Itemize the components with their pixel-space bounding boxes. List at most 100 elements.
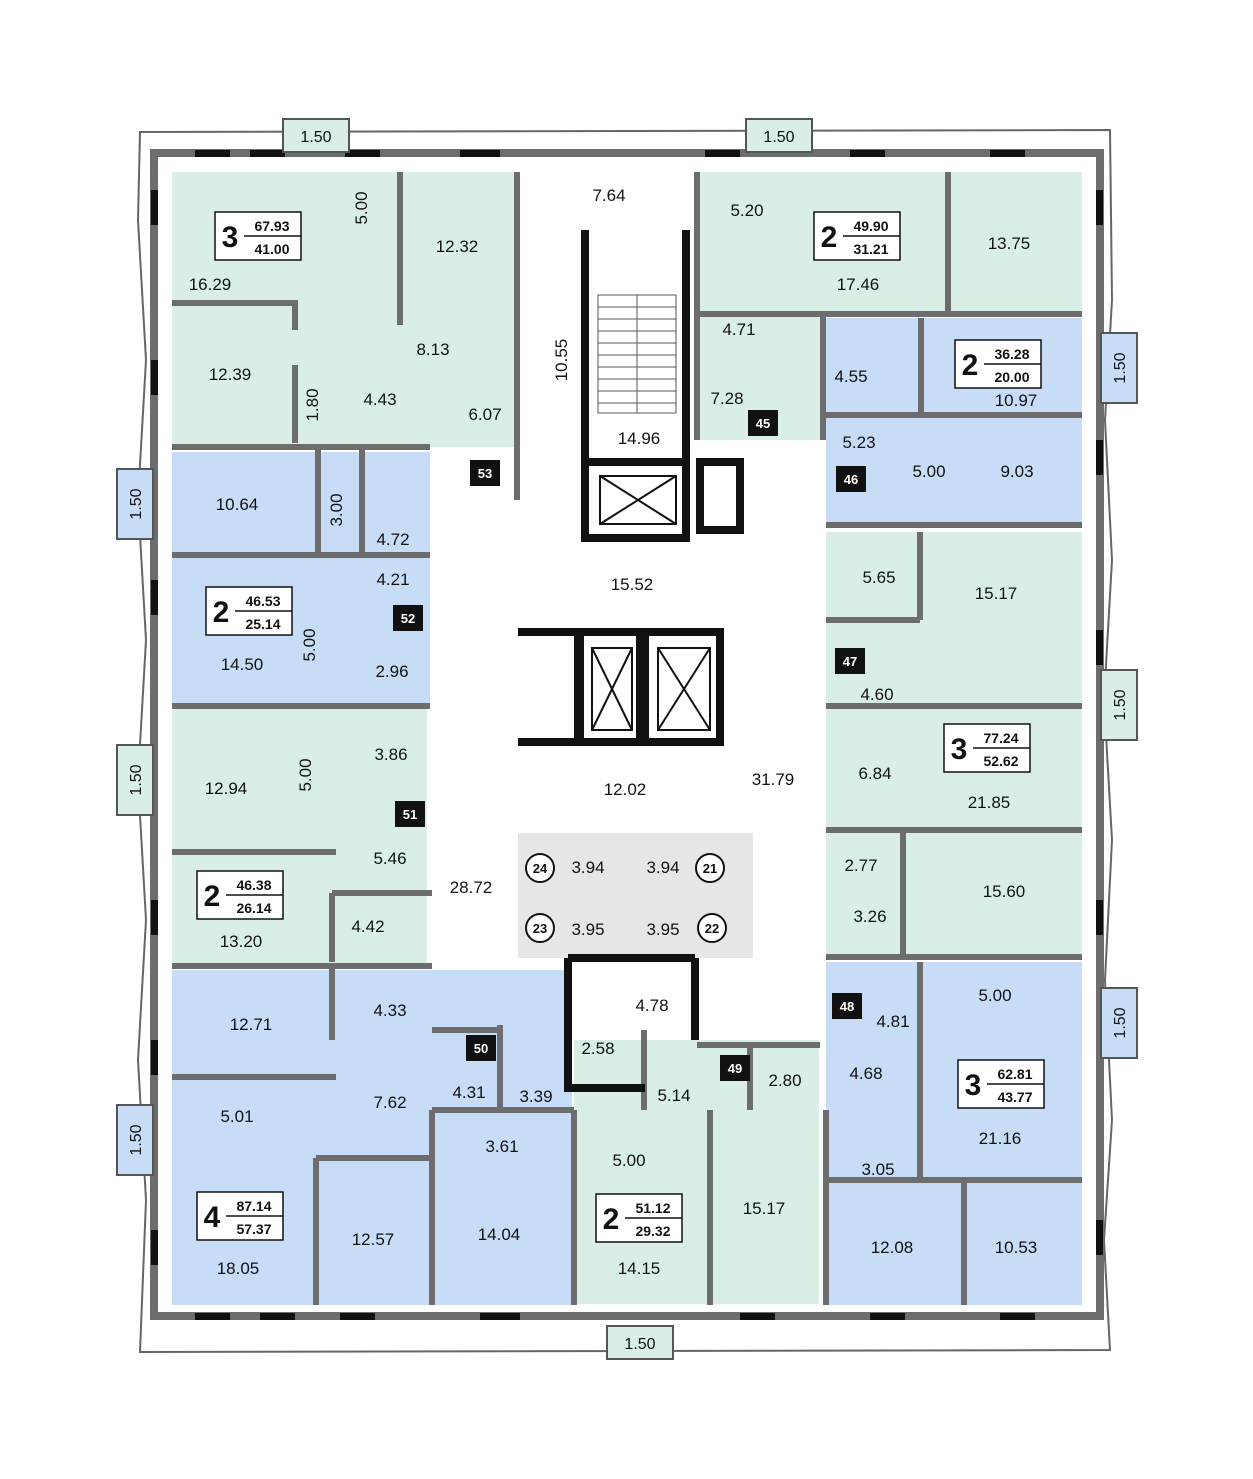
room-area: 4.81	[876, 1012, 909, 1031]
room-area: 3.94	[646, 858, 679, 877]
room-area: 3.26	[853, 907, 886, 926]
apartment-number-badge: 47	[835, 648, 865, 674]
room-area: 4.42	[351, 917, 384, 936]
room-area: 3.94	[571, 858, 604, 877]
total-area: 77.24	[983, 730, 1018, 746]
room-area: 9.03	[1000, 462, 1033, 481]
apartment-overview: 3 67.93 41.00	[214, 211, 302, 261]
room-area: 14.50	[221, 655, 264, 674]
living-area: 26.14	[236, 900, 271, 916]
room-area: 5.46	[373, 849, 406, 868]
room-area: 13.75	[988, 234, 1031, 253]
room-count: 2	[962, 349, 979, 382]
room-count: 3	[222, 221, 239, 254]
room-area: 10.55	[552, 339, 571, 382]
living-area: 25.14	[245, 616, 280, 632]
total-area: 46.38	[236, 877, 271, 893]
room-area: 5.00	[612, 1151, 645, 1170]
balcony-area: 1.50	[128, 1124, 145, 1155]
room-area: 14.04	[478, 1225, 521, 1244]
svg-text:23: 23	[533, 921, 547, 936]
room-area: 12.71	[230, 1015, 273, 1034]
room-count: 3	[965, 1069, 982, 1102]
balcony	[606, 1325, 674, 1360]
room-area: 2.96	[375, 662, 408, 681]
core-walls	[518, 230, 744, 1092]
room-count: 2	[821, 221, 838, 254]
room-area: 3.95	[571, 920, 604, 939]
total-area: 46.53	[245, 593, 280, 609]
total-area: 49.90	[853, 218, 888, 234]
room-area: 12.32	[436, 237, 479, 256]
blue-zones	[172, 318, 1082, 1305]
svg-text:47: 47	[843, 654, 857, 669]
room-area: 17.46	[837, 275, 880, 294]
apartment-number-badge: 50	[466, 1035, 496, 1061]
room-area: 18.05	[217, 1259, 260, 1278]
room-labels: 16.29 5.00 12.32 12.39 8.13 1.80 4.43 6.…	[189, 186, 1038, 1278]
svg-text:45: 45	[756, 416, 770, 431]
room-area: 5.00	[978, 986, 1011, 1005]
room-area: 7.62	[373, 1093, 406, 1112]
apartment-overview: 2 36.28 20.00	[954, 339, 1042, 389]
balcony: 1.50	[116, 744, 154, 816]
living-area: 31.21	[853, 241, 888, 257]
svg-text:24: 24	[533, 861, 548, 876]
room-area: 4.43	[363, 390, 396, 409]
room-count: 4	[204, 1201, 221, 1234]
room-area: 4.31	[452, 1083, 485, 1102]
room-area: 10.97	[995, 391, 1038, 410]
room-area: 12.08	[871, 1238, 914, 1257]
room-count: 3	[951, 733, 968, 766]
room-area: 2.80	[768, 1071, 801, 1090]
living-area: 57.37	[236, 1221, 271, 1237]
windows	[151, 150, 1103, 1320]
room-area: 7.64	[592, 186, 625, 205]
balcony-area: 1.50	[300, 129, 331, 146]
room-area: 28.72	[450, 878, 493, 897]
room-area: 2.77	[844, 856, 877, 875]
room-area: 15.17	[743, 1199, 786, 1218]
total-area: 62.81	[997, 1066, 1032, 1082]
living-area: 41.00	[254, 241, 289, 257]
apartment-number-badge: 48	[832, 993, 862, 1019]
room-area: 3.05	[861, 1160, 894, 1179]
balconies: 1.50 1.50 1.50 1.50 1.50 1.50 1.50 1.50	[116, 118, 1138, 1360]
balcony: 1.50	[116, 468, 154, 540]
living-area: 29.32	[635, 1223, 670, 1239]
svg-text:21: 21	[703, 861, 717, 876]
balcony-area: 1.50	[763, 129, 794, 146]
total-area: 67.93	[254, 218, 289, 234]
balcony-area: 1.50	[128, 764, 145, 795]
svg-text:46: 46	[844, 472, 858, 487]
storage-number: 23	[525, 913, 555, 943]
balcony-area: 1.50	[1112, 352, 1129, 383]
room-area: 5.14	[657, 1086, 690, 1105]
apartment-number-badge: 52	[393, 605, 423, 631]
svg-text:53: 53	[478, 466, 492, 481]
stairs	[597, 294, 677, 414]
apartment-overviews: 3 67.93 41.00 2 49.90 31.21 2 36.28 20.0…	[196, 211, 1045, 1243]
total-area: 51.12	[635, 1200, 670, 1216]
balcony: 1.50	[1100, 987, 1138, 1059]
living-area: 52.62	[983, 753, 1018, 769]
room-area: 8.13	[416, 340, 449, 359]
room-area: 4.55	[834, 367, 867, 386]
room-area: 15.60	[983, 882, 1026, 901]
room-area: 4.60	[860, 685, 893, 704]
room-area: 16.29	[189, 275, 232, 294]
apartment-number-badge: 46	[836, 466, 866, 492]
room-area: 12.94	[205, 779, 248, 798]
room-area: 12.02	[604, 780, 647, 799]
room-area: 5.20	[730, 201, 763, 220]
living-area: 20.00	[994, 369, 1029, 385]
svg-text:51: 51	[403, 807, 417, 822]
apartment-overview: 4 87.14 57.37	[196, 1191, 284, 1241]
room-area: 12.57	[352, 1230, 395, 1249]
room-area: 1.80	[303, 388, 322, 421]
apartment-number-badge: 51	[395, 801, 425, 827]
balcony: 1.50	[282, 118, 350, 153]
apartment-number-badge: 45	[748, 410, 778, 436]
balcony-area: 1.50	[1112, 1007, 1129, 1038]
